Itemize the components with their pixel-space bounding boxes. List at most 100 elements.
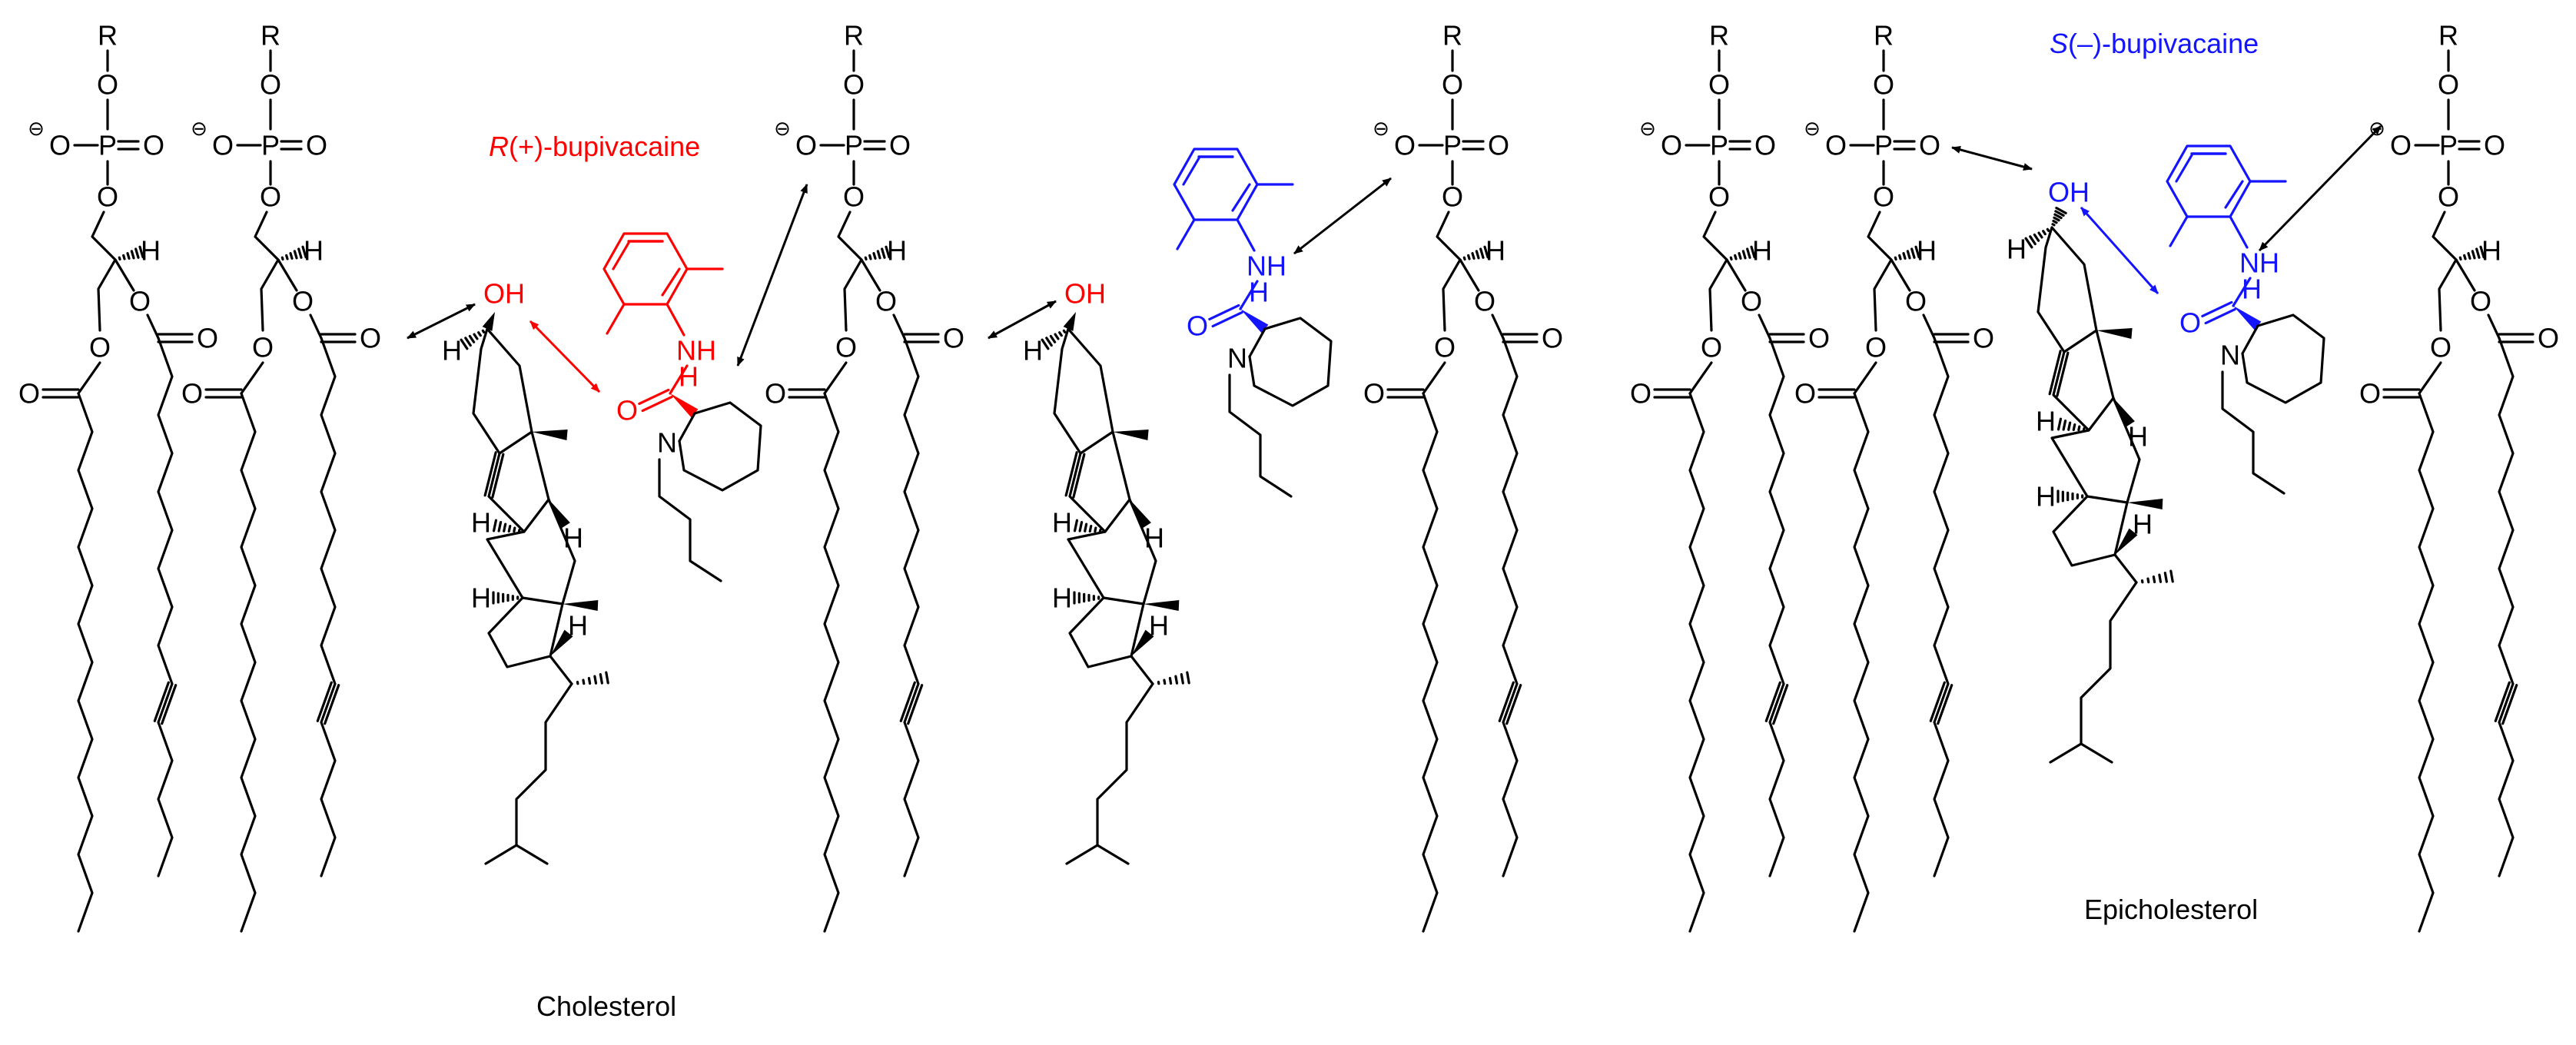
carbonyl-oxygen-label: O (765, 378, 786, 410)
hash-stroke (1750, 245, 1756, 259)
h14-label: H (471, 582, 491, 614)
ester-oxygen-label: O (252, 332, 274, 363)
saturated-acyl-chain (77, 392, 94, 933)
arrow-epichol-oh-to-s-amide (2080, 207, 2159, 294)
h9-label: H (1144, 522, 1164, 554)
bond (2418, 361, 2442, 395)
aryl-nitrogen-bond (666, 303, 685, 337)
side-chain-methyl (2080, 742, 2113, 764)
bond (1758, 314, 1771, 340)
h3-hash-bond (2024, 227, 2050, 249)
hash-stroke (2033, 233, 2040, 242)
ring-b (2052, 329, 2115, 432)
hash-stroke (507, 524, 512, 533)
bond (2487, 314, 2501, 340)
amide-carbonyl (1208, 304, 1240, 321)
hash-stroke (1910, 247, 1916, 259)
aryl-nitrogen-bond (1236, 218, 1256, 252)
stereo-hash-bond (118, 245, 144, 261)
arrow-s-nh-to-lipid4-phosphate (1293, 177, 1392, 255)
glycerol-backbone (1702, 211, 1728, 261)
amide-carbonyl (2201, 300, 2233, 318)
c18-methyl-wedge-bond (2127, 499, 2163, 509)
butyl-chain (1228, 373, 1293, 498)
r-group-label: R (1442, 20, 1462, 51)
hash-stroke (1483, 245, 1489, 259)
glycerol-oxygen-label: O (1708, 181, 1730, 213)
stereo-h-label: H (141, 235, 161, 267)
hash-stroke (2056, 417, 2063, 431)
negative-charge-icon: ⊖ (28, 117, 45, 140)
glycerol-backbone (1436, 211, 1462, 261)
s-bupivacaine-2-alpha-h-label: H (2242, 274, 2262, 305)
h8-hash-bond (492, 519, 521, 533)
amide-carbonyl (2204, 307, 2236, 325)
glycerol-oxygen-label: O (1442, 181, 1463, 213)
cis-double-bond (1937, 684, 1954, 725)
cis-double-bond (899, 681, 916, 722)
c5-c6-double-bond (491, 453, 505, 499)
phosphate-oxygen-label: O (1825, 130, 1847, 161)
saturated-acyl-chain (1688, 392, 1705, 933)
h8-hash-bond (1073, 519, 1102, 533)
h17-wedge-bond (550, 629, 573, 656)
h17-label: H (568, 610, 588, 642)
ring-c (2050, 396, 2141, 504)
s-bupivacaine-1-amide-nh-label: NH (1247, 250, 1286, 282)
stereo-h-label: H (1917, 235, 1937, 267)
hash-stroke (301, 245, 307, 259)
hash-stroke (1906, 250, 1911, 260)
bond (97, 258, 117, 332)
hash-stroke (1163, 678, 1167, 685)
hash-stroke (2024, 237, 2033, 249)
hash-stroke (2163, 571, 2168, 583)
hash-stroke (130, 250, 135, 260)
r-group-label: R (261, 20, 281, 51)
stereo-hash-bond (864, 245, 891, 261)
hash-stroke (868, 254, 872, 260)
r-bupivacaine-alpha-h-label: H (679, 361, 699, 393)
beta-hydroxyl-wedge-bond (1063, 312, 1076, 331)
ester-oxygen-label: O (260, 69, 281, 101)
hash-stroke (468, 334, 476, 343)
arrow-r-oh-to-amide-carbonyl (529, 320, 601, 393)
cis-double-bond (907, 684, 924, 725)
hash-stroke (1084, 522, 1088, 532)
hash-stroke (1475, 250, 1480, 260)
phosphorus-label: P (845, 130, 863, 161)
glycerol-backbone (1867, 211, 1893, 261)
hash-stroke (1180, 672, 1184, 685)
c21-hash-bond (2140, 569, 2174, 584)
bond (1130, 655, 1154, 685)
hash-stroke (1041, 338, 1050, 350)
hash-stroke (1471, 252, 1476, 260)
aromatic-bond (661, 267, 681, 297)
carbonyl-oxygen-label: O (1808, 323, 1830, 354)
glycerol-oxygen-label: O (260, 181, 281, 213)
h17-wedge-bond (1131, 629, 1154, 656)
r-group-label: R (2438, 20, 2458, 51)
cis-double-bond (316, 681, 333, 722)
hash-stroke (126, 252, 131, 260)
hash-stroke (1054, 333, 1060, 340)
bond (114, 258, 135, 292)
h14-hash-bond (492, 591, 520, 605)
bond (1688, 361, 1713, 395)
h14-hash-bond (1073, 591, 1100, 605)
hash-stroke (593, 675, 598, 685)
saturated-acyl-chain (823, 392, 840, 933)
phospholipid-layer: ROPO⊖OOHOOOOROPO⊖OOHOOOOROPO⊖OOHOOOOROPO… (18, 20, 2559, 933)
c18-methyl-wedge-bond (563, 600, 599, 611)
phosphate-oxygen-label: O (2390, 130, 2412, 161)
s-bupivacaine-2-carbonyl-oxygen-label: O (2179, 307, 2201, 339)
hash-stroke (497, 521, 503, 532)
negative-charge-icon: ⊖ (191, 117, 207, 140)
piperidine-ring (678, 401, 762, 492)
hash-stroke (1914, 245, 1920, 259)
hash-stroke (492, 519, 498, 532)
hash-stroke (876, 250, 881, 260)
